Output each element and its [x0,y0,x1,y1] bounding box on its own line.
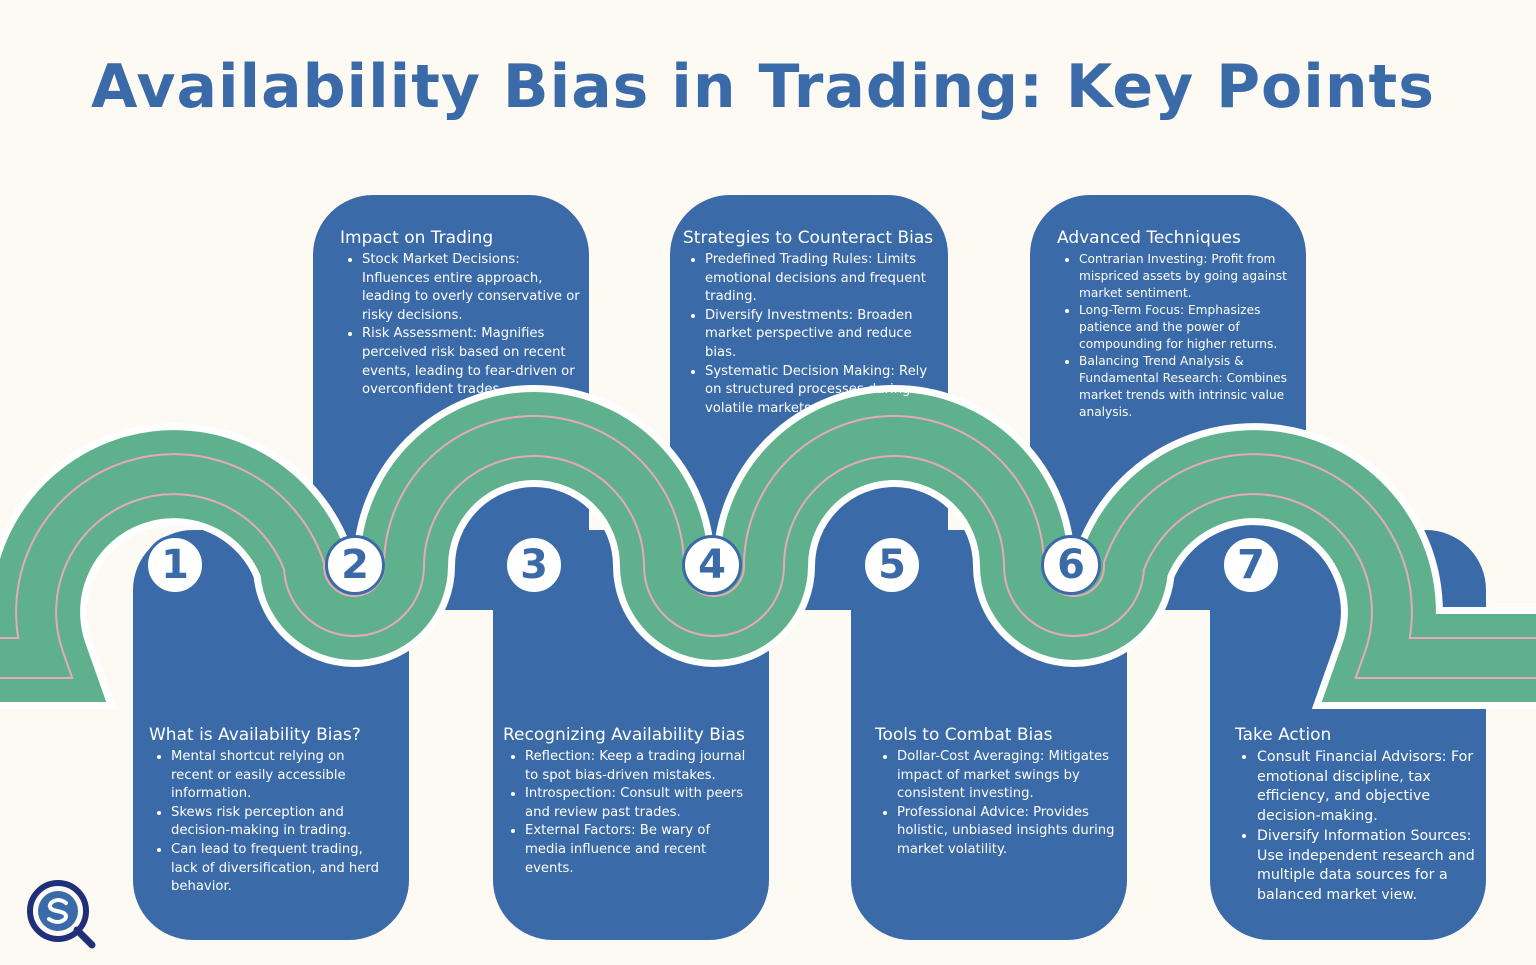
step-card-3: Recognizing Availability Bias Reflection… [503,725,753,878]
step-points: Mental shortcut relying on recent or eas… [149,748,389,897]
step-card-2: Impact on Trading Stock Market Decisions… [340,228,580,400]
step-point: Can lead to frequent trading, lack of di… [171,841,389,897]
step-points: Consult Financial Advisors: For emotiona… [1235,748,1475,906]
step-point: Stock Market Decisions: Influences entir… [362,251,580,325]
step-number-6: 6 [1041,535,1101,595]
step-point: Balancing Trend Analysis & Fundamental R… [1079,353,1297,421]
step-points: Contrarian Investing: Profit from mispri… [1057,251,1297,421]
step-point: External Factors: Be wary of media influ… [525,822,753,878]
step-number-1: 1 [145,535,205,595]
step-number-7: 7 [1221,535,1281,595]
step-point: Skews risk perception and decision-makin… [171,804,389,841]
step-number-4: 4 [682,535,742,595]
step-point: Diversify Information Sources: Use indep… [1257,827,1475,906]
step-points: Stock Market Decisions: Influences entir… [340,251,580,400]
step-points: Predefined Trading Rules: Limits emotion… [683,251,939,418]
step-card-4: Strategies to Counteract Bias Predefined… [683,228,939,418]
page-title: Availability Bias in Trading: Key Points [91,52,1435,122]
step-number-5: 5 [862,535,922,595]
step-card-6: Advanced Techniques Contrarian Investing… [1057,228,1297,421]
step-heading: What is Availability Bias? [149,725,361,745]
step-point: Reflection: Keep a trading journal to sp… [525,748,753,785]
step-number-3: 3 [504,535,564,595]
step-heading: Impact on Trading [340,228,494,248]
step-card-1: What is Availability Bias? Mental shortc… [149,725,389,897]
step-heading: Advanced Techniques [1057,228,1241,248]
search-q-logo-icon [26,878,98,954]
step-point: Long-Term Focus: Emphasizes patience and… [1079,302,1297,353]
step-number-2: 2 [325,535,385,595]
step-point: Professional Advice: Provides holistic, … [897,804,1115,860]
step-heading: Recognizing Availability Bias [503,725,745,745]
step-card-5: Tools to Combat Bias Dollar-Cost Averagi… [875,725,1115,860]
step-heading: Strategies to Counteract Bias [683,228,934,248]
step-point: Systematic Decision Making: Rely on stru… [705,363,939,419]
step-point: Contrarian Investing: Profit from mispri… [1079,251,1297,302]
step-point: Dollar-Cost Averaging: Mitigates impact … [897,748,1115,804]
step-point: Predefined Trading Rules: Limits emotion… [705,251,939,307]
step-card-7: Take Action Consult Financial Advisors: … [1235,725,1475,906]
step-point: Mental shortcut relying on recent or eas… [171,748,389,804]
step-heading: Take Action [1235,725,1332,745]
step-point: Introspection: Consult with peers and re… [525,785,753,822]
step-point: Risk Assessment: Magnifies perceived ris… [362,325,580,399]
step-heading: Tools to Combat Bias [875,725,1053,745]
step-point: Consult Financial Advisors: For emotiona… [1257,748,1475,827]
step-points: Dollar-Cost Averaging: Mitigates impact … [875,748,1115,860]
road-center [0,417,1536,677]
step-point: Diversify Investments: Broaden market pe… [705,307,939,363]
step-points: Reflection: Keep a trading journal to sp… [503,748,753,878]
